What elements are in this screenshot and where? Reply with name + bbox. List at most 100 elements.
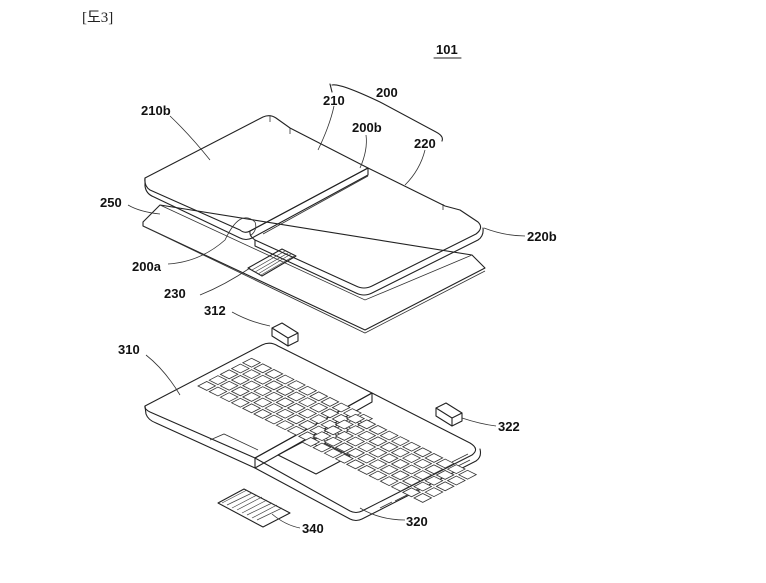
label-210: 210 (323, 93, 345, 108)
keyboard-key (241, 392, 262, 402)
keyboard-key (253, 386, 273, 397)
keyboard-key (379, 430, 399, 441)
keyboard-key (424, 464, 444, 475)
keyboard-key (401, 487, 422, 498)
keyboard-key (390, 447, 410, 458)
keyboard-key (390, 481, 410, 492)
keyboard-key (323, 448, 343, 459)
keyboard-key (286, 391, 306, 402)
keyboard-key (368, 425, 388, 435)
keyboard-key (345, 413, 366, 424)
keyboard-key (253, 397, 273, 408)
clip-312 (271, 322, 299, 347)
keyboard-key (390, 436, 410, 447)
keyboard-key (197, 381, 217, 391)
keyboard-key (275, 408, 295, 419)
keyboard-key (301, 437, 321, 447)
keyboard-key (424, 453, 444, 463)
keyboard-key (309, 391, 329, 402)
ribbon-cable-340 (217, 488, 291, 528)
keyboard-key (379, 476, 399, 487)
keyboard-key (368, 470, 388, 481)
label-322: 322 (498, 419, 520, 434)
keyboard-key (345, 448, 366, 458)
keyboard-key (253, 409, 273, 419)
label-200b: 200b (352, 120, 382, 135)
keyboard-key (264, 391, 284, 402)
keyboard-key (309, 402, 329, 413)
keyboard-key (357, 465, 377, 475)
keyboard-key (401, 453, 422, 464)
keyboard-key (390, 470, 410, 481)
clip-322 (435, 402, 463, 427)
keyboard-key (230, 397, 250, 408)
keyboard-key (264, 403, 284, 414)
keyboard-key (345, 436, 366, 447)
keyboard-key (331, 402, 351, 413)
keyboard-key (320, 397, 340, 407)
keyboard-key (241, 380, 262, 391)
keyboard-key (334, 431, 354, 441)
keyboard-key (401, 441, 422, 452)
keyboard-key (219, 380, 239, 391)
keyboard-key (323, 425, 343, 436)
keyboard-key (345, 459, 366, 470)
keyboard-key (219, 369, 239, 380)
keyboard-key (446, 464, 466, 475)
keyboard-key (264, 369, 284, 379)
keyboard-base-320 (254, 392, 482, 522)
keyboard-key (286, 425, 306, 436)
figure-ref-label: 101 (436, 42, 458, 57)
keyboard-key (435, 470, 455, 480)
label-320: 320 (406, 514, 428, 529)
keyboard-key (323, 436, 343, 447)
label-200a: 200a (132, 259, 162, 274)
label-250: 250 (100, 195, 122, 210)
keyboard-key (286, 403, 306, 413)
keyboard-key (334, 419, 354, 430)
keyboard-key (457, 469, 478, 480)
keyboard-key (312, 442, 332, 453)
label-310: 310 (118, 342, 140, 357)
keyboard-key (401, 464, 422, 475)
keyboard-key (390, 459, 410, 469)
keyboard-key (264, 380, 284, 391)
keyboard-key (424, 487, 444, 498)
keyboard-key (357, 442, 377, 453)
keyboard-key (413, 493, 433, 503)
keyboard-key (312, 431, 332, 442)
keyboard-key (368, 459, 388, 470)
leader-lines (127, 83, 526, 529)
keyboard-key (275, 386, 295, 396)
keyboard-key (208, 386, 228, 397)
keyboard-key (334, 442, 354, 453)
keyboard-key (241, 369, 262, 380)
keyboard-key (286, 414, 306, 425)
keyboard-key (342, 408, 362, 419)
keyboard-key (208, 375, 228, 386)
label-340: 340 (302, 521, 324, 536)
keyboard-key (219, 392, 239, 403)
touchpad (277, 436, 351, 475)
keyboard-key (446, 475, 466, 486)
keyboard-key (424, 475, 444, 486)
keyboard-key (357, 453, 377, 464)
keyboard-key (413, 458, 433, 469)
keyboard-key (297, 420, 318, 430)
flexible-sheet-250 (142, 204, 486, 334)
keyboard-key (368, 447, 388, 458)
keyboard-keys-right (301, 413, 478, 503)
keyboard-key (275, 374, 295, 385)
keyboard-key (264, 414, 284, 425)
keyboard-key (253, 363, 273, 374)
keyboard-key (401, 476, 422, 486)
label-312: 312 (204, 303, 226, 318)
keyboard-key (241, 357, 262, 368)
keyboard-key (241, 403, 262, 414)
keyboard-key (357, 430, 377, 441)
label-230: 230 (164, 286, 186, 301)
keyboard-key (320, 408, 340, 419)
keyboard-key (297, 397, 318, 408)
